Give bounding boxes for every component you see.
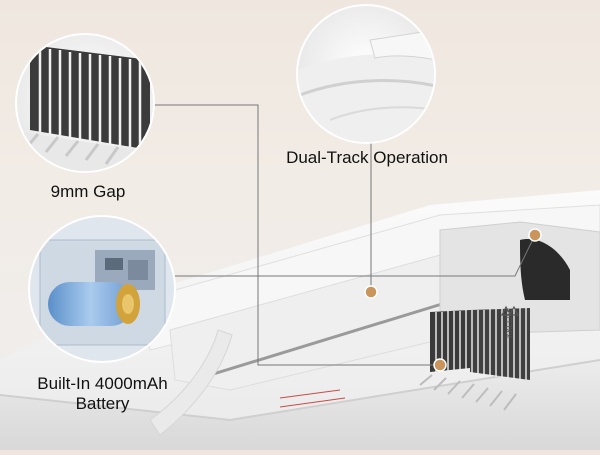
battery-label-line2: Battery [75, 394, 130, 413]
zoom-circle-dual-track [296, 4, 436, 144]
zoom-circle-battery [28, 215, 176, 363]
gap-label: 9mm Gap [50, 182, 126, 201]
device-body: KKLLIM [0, 190, 600, 450]
comb-teeth [419, 308, 530, 411]
brand-mark: KKLLIM [505, 309, 514, 338]
battery-label-line1: Built-In 4000mAh [37, 374, 168, 393]
dot-marker [364, 228, 542, 372]
callout-guide-lines [140, 104, 536, 366]
zoom-circle-gap [15, 33, 155, 173]
battery-label: Built-In 4000mAh Battery [10, 374, 195, 414]
dual-track-label: Dual-Track Operation [286, 148, 448, 167]
cat-logo-icon [501, 305, 519, 316]
